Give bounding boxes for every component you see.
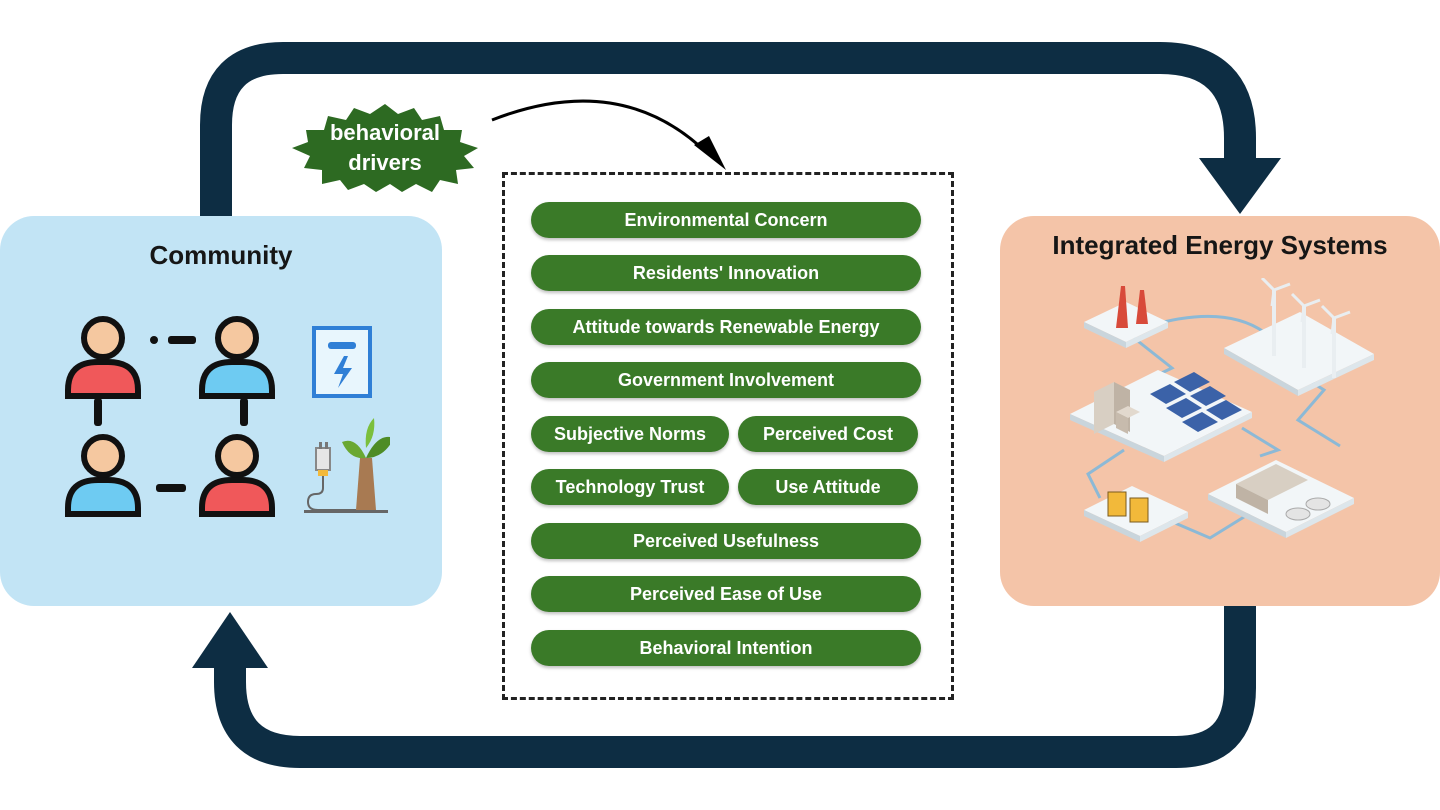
badge-line-2: drivers [348, 150, 422, 175]
community-panel: Community [0, 216, 442, 606]
driver-government-involvement: Government Involvement [531, 362, 921, 398]
starburst-icon [292, 104, 478, 192]
driver-behavioral-intention: Behavioral Intention [531, 630, 921, 666]
person-red-icon [199, 434, 275, 517]
badge-text: behavioral drivers [290, 104, 480, 192]
arrow-head-down [1199, 158, 1281, 214]
storage-tank-icon [1208, 460, 1354, 538]
battery-storage-icon [1084, 486, 1188, 542]
curved-arrow-head [694, 136, 726, 170]
loop-bottom-arc [214, 606, 1256, 768]
factory-icon [1094, 382, 1140, 434]
arrow-head-up [192, 612, 268, 668]
person-blue-icon [199, 316, 275, 399]
electric-meter-icon [312, 326, 372, 398]
loop-top-arc [200, 42, 1256, 216]
driver-residents-innovation: Residents' Innovation [531, 255, 921, 291]
drivers-box [502, 172, 954, 700]
driver-subjective-norms: Subjective Norms [531, 416, 729, 452]
driver-perceived-usefulness: Perceived Usefulness [531, 523, 921, 559]
driver-environmental-concern: Environmental Concern [531, 202, 921, 238]
curved-arrow [491, 99, 708, 154]
community-network-art [65, 316, 390, 517]
driver-perceived-ease-of-use: Perceived Ease of Use [531, 576, 921, 612]
energy-panel: Integrated Energy Systems [1000, 216, 1440, 606]
driver-attitude-renewable: Attitude towards Renewable Energy [531, 309, 921, 345]
driver-technology-trust: Technology Trust [531, 469, 729, 505]
person-red-icon [65, 316, 141, 399]
badge-line-1: behavioral [329, 120, 441, 145]
person-blue-icon [65, 434, 141, 517]
wind-turbine-icon [1224, 278, 1374, 396]
energy-system-art [1070, 278, 1374, 542]
plug-plant-icon [304, 418, 390, 513]
driver-perceived-cost: Perceived Cost [738, 416, 918, 452]
power-tower-icon [1084, 286, 1168, 348]
driver-use-attitude: Use Attitude [738, 469, 918, 505]
energy-title: Integrated Energy Systems [1052, 230, 1388, 260]
behavioral-drivers-badge: behavioral drivers [290, 104, 480, 192]
community-title: Community [149, 240, 293, 270]
